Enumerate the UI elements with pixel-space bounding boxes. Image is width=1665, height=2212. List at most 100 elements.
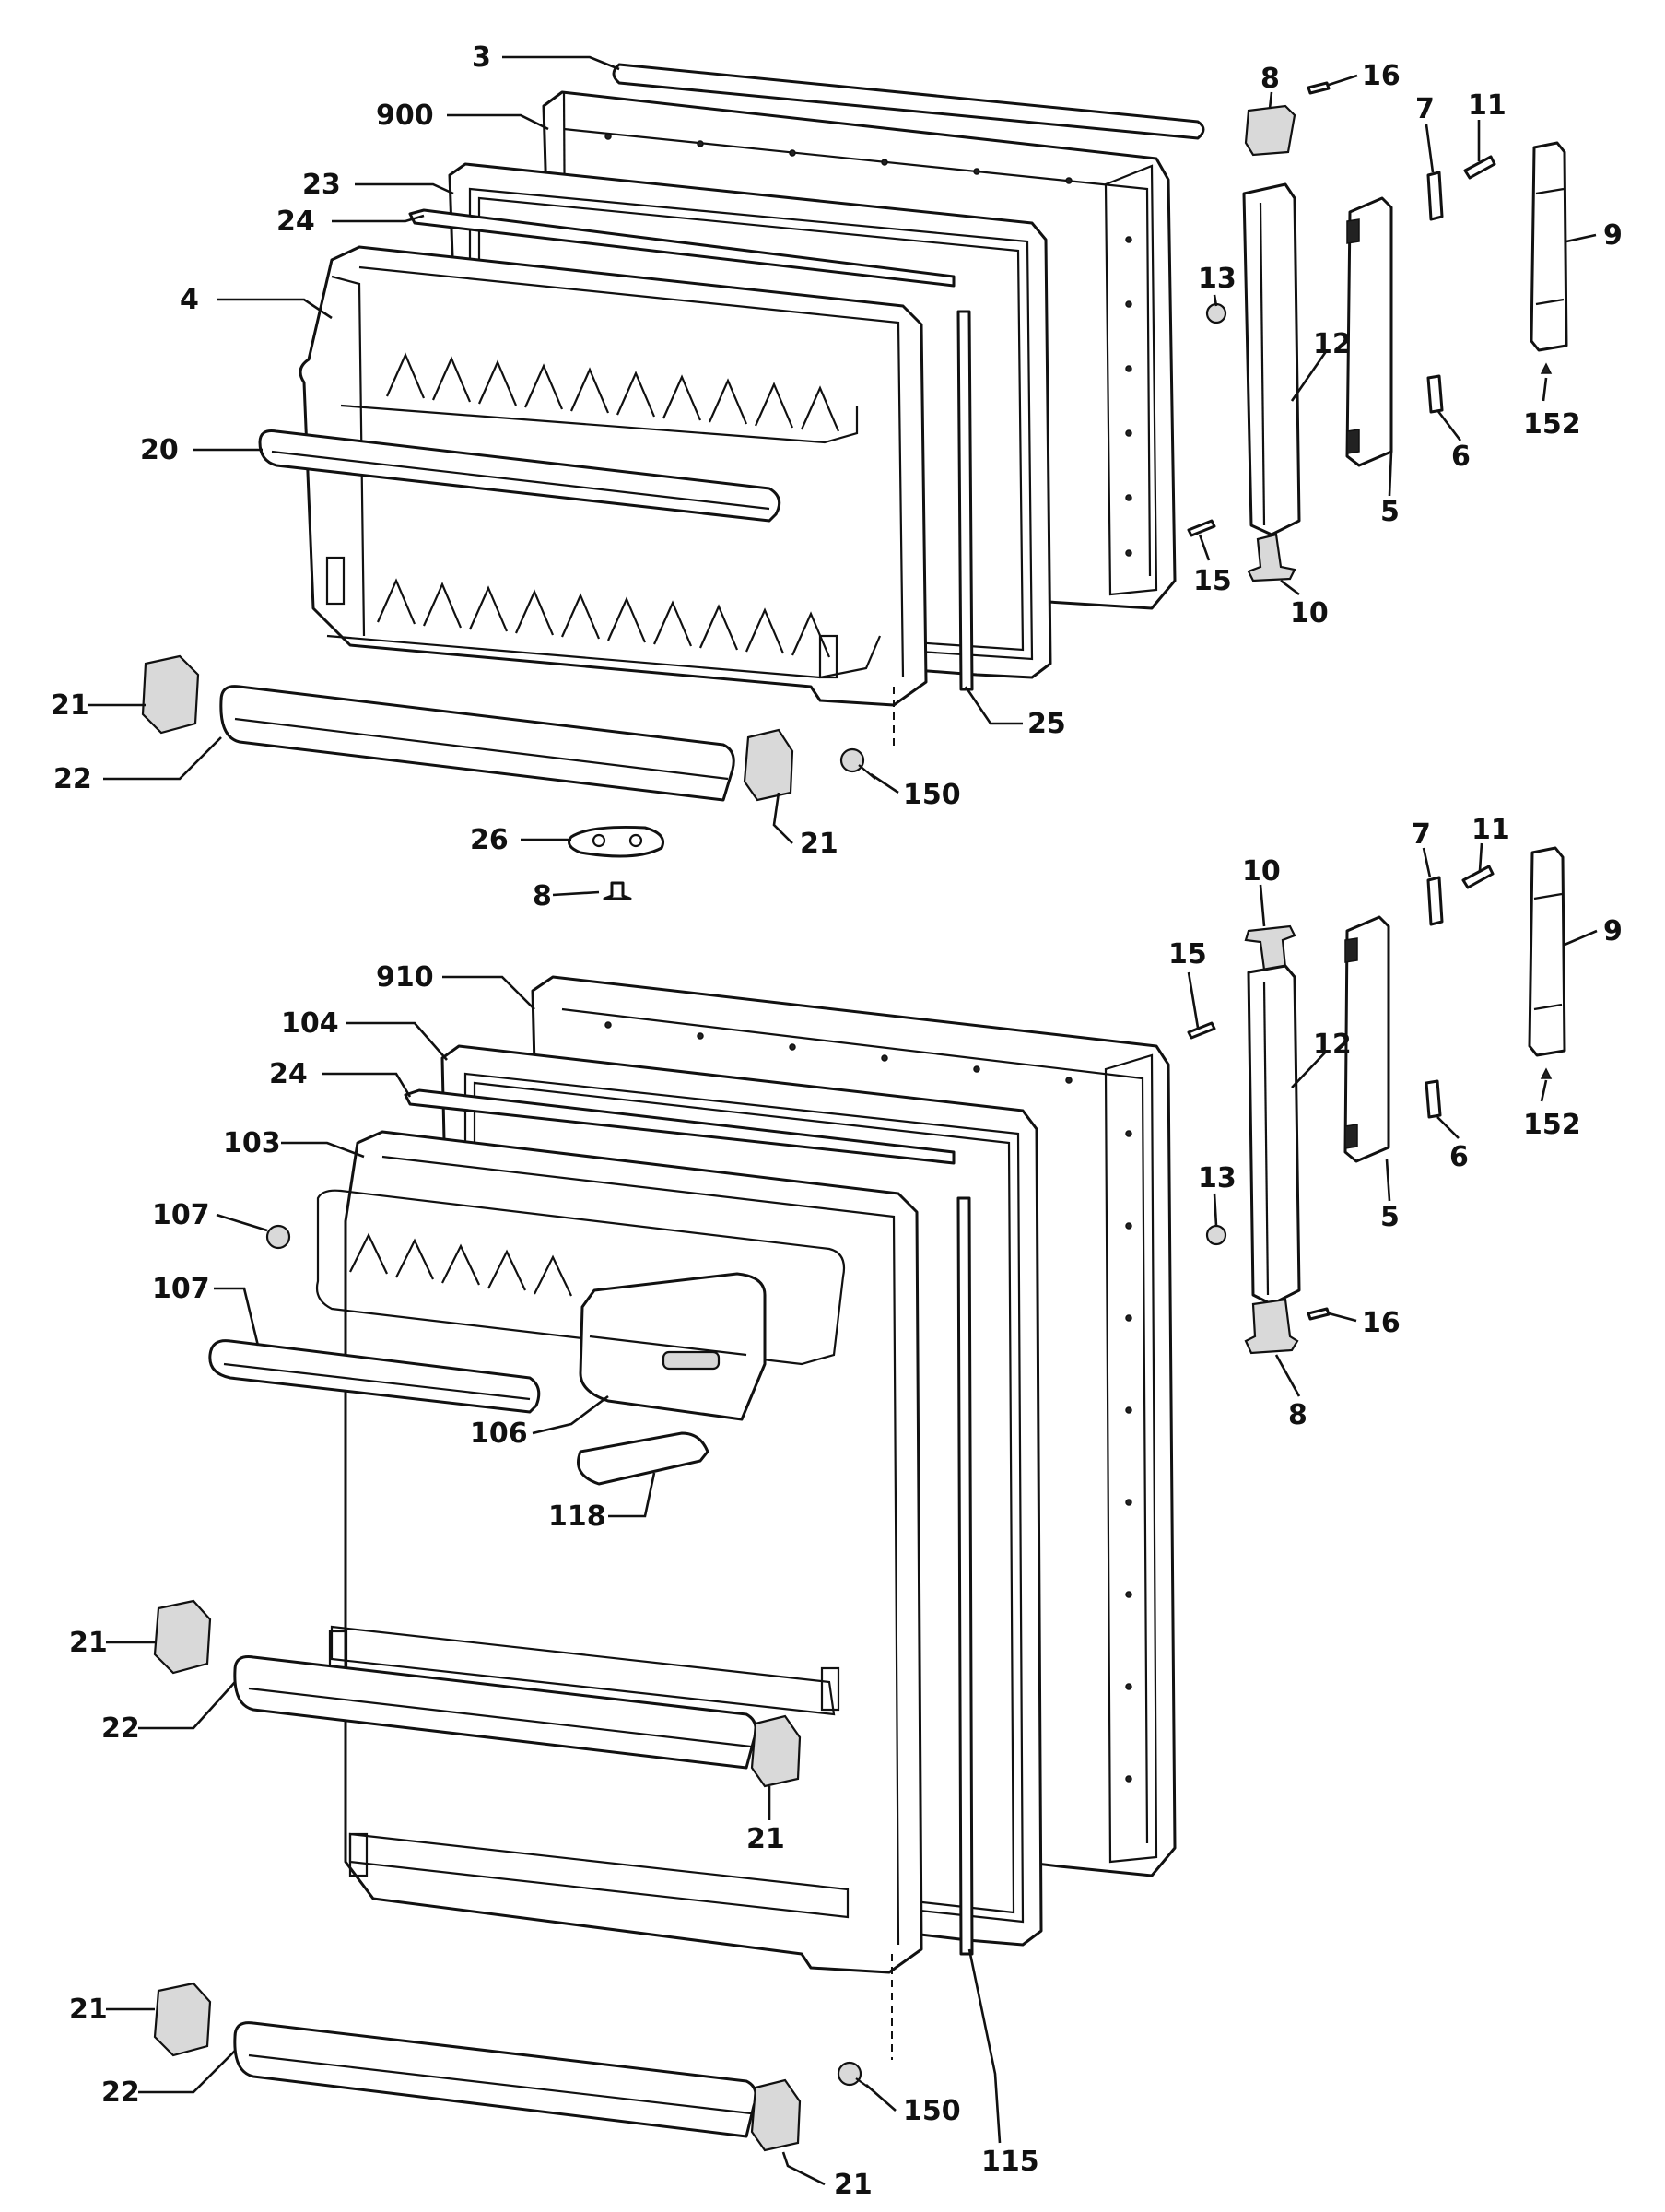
part-13-plug — [1205, 302, 1227, 324]
callout-150: 150 — [903, 2095, 961, 2127]
part-3-top-trim — [612, 63, 1205, 140]
part-107-plug — [265, 1224, 291, 1250]
part-12-handle-cover — [1242, 182, 1301, 536]
callout-16: 16 — [1362, 60, 1401, 92]
callout-6: 6 — [1449, 1141, 1469, 1173]
callout-150: 150 — [903, 779, 961, 811]
callout-20: 20 — [140, 434, 179, 466]
part-11-screw-lower — [1461, 865, 1495, 889]
callout-7: 7 — [1412, 818, 1431, 851]
part-5-handle-lower — [1343, 915, 1390, 1163]
callout-labels: 3 900 23 24 4 20 21 22 21 26 8 25 150 8 … — [51, 41, 1623, 2201]
callout-22: 22 — [101, 2077, 140, 2109]
callout-16: 16 — [1362, 1307, 1401, 1339]
callout-8: 8 — [533, 880, 552, 912]
callout-107: 107 — [152, 1199, 210, 1231]
callout-22: 22 — [53, 763, 92, 795]
part-7-hinge-bracket-lower — [1426, 876, 1444, 926]
part-6-hinge-bracket-small — [1425, 1079, 1442, 1119]
callout-21: 21 — [51, 689, 89, 722]
part-103-inner-door-liner — [344, 1130, 923, 1974]
callout-4: 4 — [180, 284, 199, 316]
callout-12: 12 — [1313, 328, 1352, 360]
part-152-pin — [1540, 362, 1553, 374]
callout-115: 115 — [981, 2146, 1039, 2178]
part-26-bracket — [568, 825, 664, 858]
callout-107: 107 — [152, 1273, 210, 1305]
callout-10: 10 — [1290, 597, 1329, 629]
callout-21: 21 — [834, 2169, 873, 2201]
part-21-cap-b — [750, 1714, 802, 1788]
part-21-cap-a — [153, 1599, 212, 1675]
part-24-shelf-strip-lower — [404, 1088, 956, 1165]
part-15-screw — [1187, 519, 1216, 537]
callout-leaders — [88, 55, 1598, 2186]
part-9-trim-rail — [1530, 141, 1568, 352]
callout-152: 152 — [1523, 408, 1581, 441]
callout-8: 8 — [1260, 63, 1280, 95]
callout-9: 9 — [1603, 219, 1623, 252]
freezer-door-assembly — [141, 63, 1568, 900]
callout-103: 103 — [223, 1127, 281, 1159]
callout-106: 106 — [470, 1418, 528, 1450]
part-21-cap-c — [153, 1982, 212, 2057]
callout-15: 15 — [1193, 565, 1232, 597]
callout-118: 118 — [548, 1500, 606, 1533]
callout-910: 910 — [376, 961, 434, 994]
part-20-shelf-bar — [258, 429, 781, 523]
callout-8: 8 — [1288, 1399, 1307, 1431]
part-22-bottom-bar — [219, 685, 735, 802]
callout-24: 24 — [269, 1058, 308, 1090]
part-24-shelf-strip — [408, 208, 956, 288]
callout-13: 13 — [1198, 263, 1237, 295]
callout-21: 21 — [746, 1823, 785, 1855]
callout-900: 900 — [376, 100, 434, 132]
part-118-butter-tray — [577, 1431, 709, 1486]
callout-11: 11 — [1468, 89, 1507, 122]
callout-152: 152 — [1523, 1109, 1581, 1141]
part-21-end-cap-left — [141, 654, 200, 735]
callout-23: 23 — [302, 169, 341, 201]
part-21-cap-d — [750, 2078, 802, 2152]
callout-5: 5 — [1380, 1201, 1400, 1233]
callout-15: 15 — [1168, 938, 1207, 971]
callout-22: 22 — [101, 1712, 140, 1745]
callout-24: 24 — [276, 206, 315, 238]
part-115-hinge-strip — [956, 1196, 974, 1956]
fresh-food-door-assembly — [153, 846, 1566, 2152]
callout-5: 5 — [1380, 496, 1400, 528]
part-8-screw — [603, 881, 632, 900]
part-12-handle-cover-lower — [1247, 964, 1301, 1306]
callout-7: 7 — [1415, 93, 1435, 125]
callout-9: 9 — [1603, 915, 1623, 947]
callout-10: 10 — [1242, 855, 1281, 888]
part-8-hinge-bottom — [1244, 1298, 1299, 1355]
part-152-pin-lower — [1540, 1067, 1553, 1079]
part-150-screw — [839, 747, 876, 780]
part-16-pin — [1307, 81, 1331, 95]
part-16-pin-lower — [1307, 1307, 1331, 1321]
part-10-hinge-bottom — [1247, 533, 1296, 582]
part-15-screw-lower — [1187, 1021, 1216, 1040]
callout-21: 21 — [800, 828, 838, 860]
callout-26: 26 — [470, 824, 509, 856]
callout-3: 3 — [472, 41, 491, 74]
callout-6: 6 — [1451, 441, 1471, 473]
part-9-trim-rail-lower — [1528, 846, 1566, 1057]
part-25-hinge-strip — [956, 310, 974, 691]
callout-21: 21 — [69, 1627, 108, 1659]
part-21-end-cap-right — [743, 728, 794, 802]
part-10-hinge-top — [1244, 924, 1296, 971]
part-11-screw — [1463, 155, 1496, 180]
callout-21: 21 — [69, 1994, 108, 2026]
callout-11: 11 — [1472, 814, 1510, 846]
part-22-door-bar-lower — [233, 2021, 757, 2138]
part-6-hinge-bracket-lower — [1426, 374, 1444, 414]
callout-25: 25 — [1027, 708, 1066, 740]
callout-13: 13 — [1198, 1162, 1237, 1194]
callout-12: 12 — [1313, 1029, 1352, 1061]
part-8-hinge-top — [1244, 104, 1296, 157]
part-7-hinge-bracket — [1426, 171, 1444, 221]
part-107-shelf-bar — [208, 1339, 541, 1414]
